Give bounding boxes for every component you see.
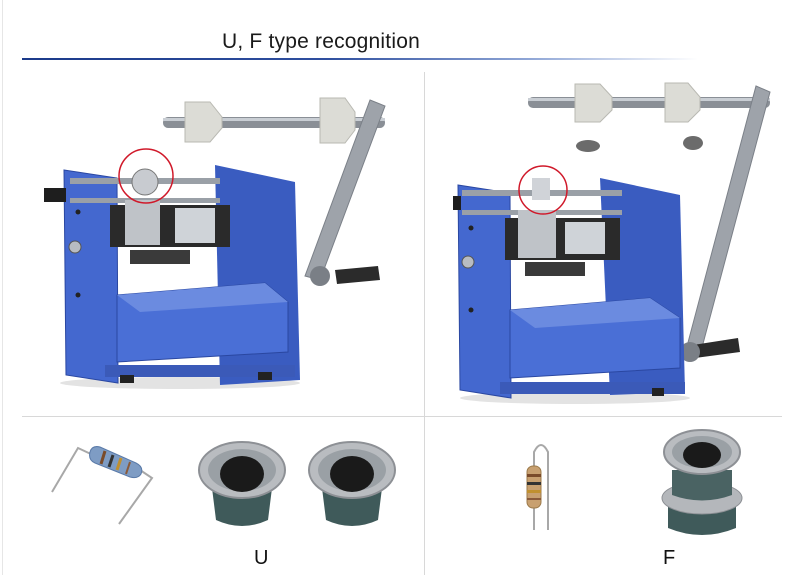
u-type-label: U — [254, 547, 269, 569]
u-bent-resistor-image — [51, 446, 154, 525]
title-underline — [22, 58, 698, 60]
f-type-roller — [661, 429, 743, 535]
f-type-label: F — [663, 547, 676, 569]
f-type-highlight-circle — [518, 165, 568, 215]
u-type-roller-left — [198, 441, 286, 526]
page-title: U, F type recognition — [222, 30, 420, 53]
u-type-highlight-circle — [118, 148, 174, 204]
page-edge-line — [2, 0, 3, 575]
horizontal-divider — [22, 416, 782, 417]
vertical-divider — [424, 72, 425, 575]
u-type-roller-right — [308, 441, 396, 526]
f-bent-resistor-image — [526, 444, 549, 530]
